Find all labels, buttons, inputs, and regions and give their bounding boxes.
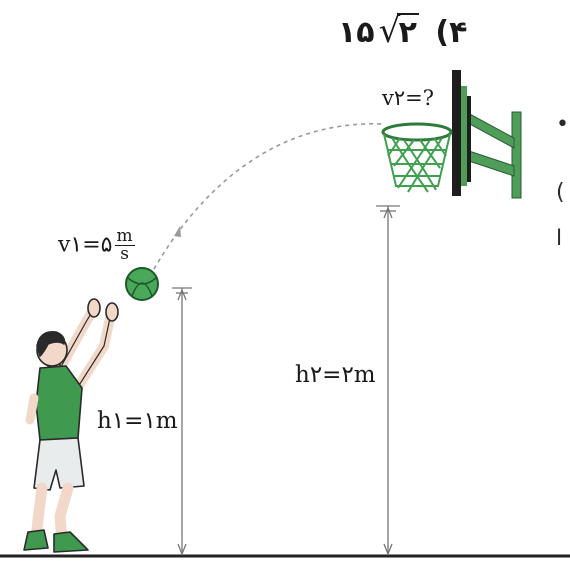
basketball [125, 267, 159, 301]
backboard [452, 70, 471, 196]
basket-net [381, 122, 453, 193]
answer-coefficient: ۱۵ [338, 15, 375, 50]
hoop-support [465, 111, 522, 199]
h2-dimension [376, 205, 400, 556]
h2-label: h۲=۲m [295, 362, 376, 388]
trajectory-path [149, 123, 383, 277]
option-number: (۴ [435, 15, 468, 50]
v1-unit-denominator: s [120, 244, 129, 264]
h1-label: h۱=۱m [97, 408, 178, 434]
v2-label: v۲=? [382, 86, 434, 110]
v1-unit-numerator: m [114, 226, 135, 246]
edge-mark-1: • [556, 112, 569, 137]
answer-option: ۱۵√۲ (۴ [338, 11, 468, 51]
trajectory-arrow [174, 226, 181, 237]
v1-value: v۱=۵ [58, 232, 113, 258]
sqrt-icon: √۲ [378, 11, 419, 51]
player-figure [23, 298, 119, 553]
edge-mark-2: ( [556, 180, 565, 205]
h1-dimension [172, 287, 192, 556]
edge-mark-3: ا [556, 226, 563, 251]
answer-radicand: ۲ [396, 13, 419, 50]
